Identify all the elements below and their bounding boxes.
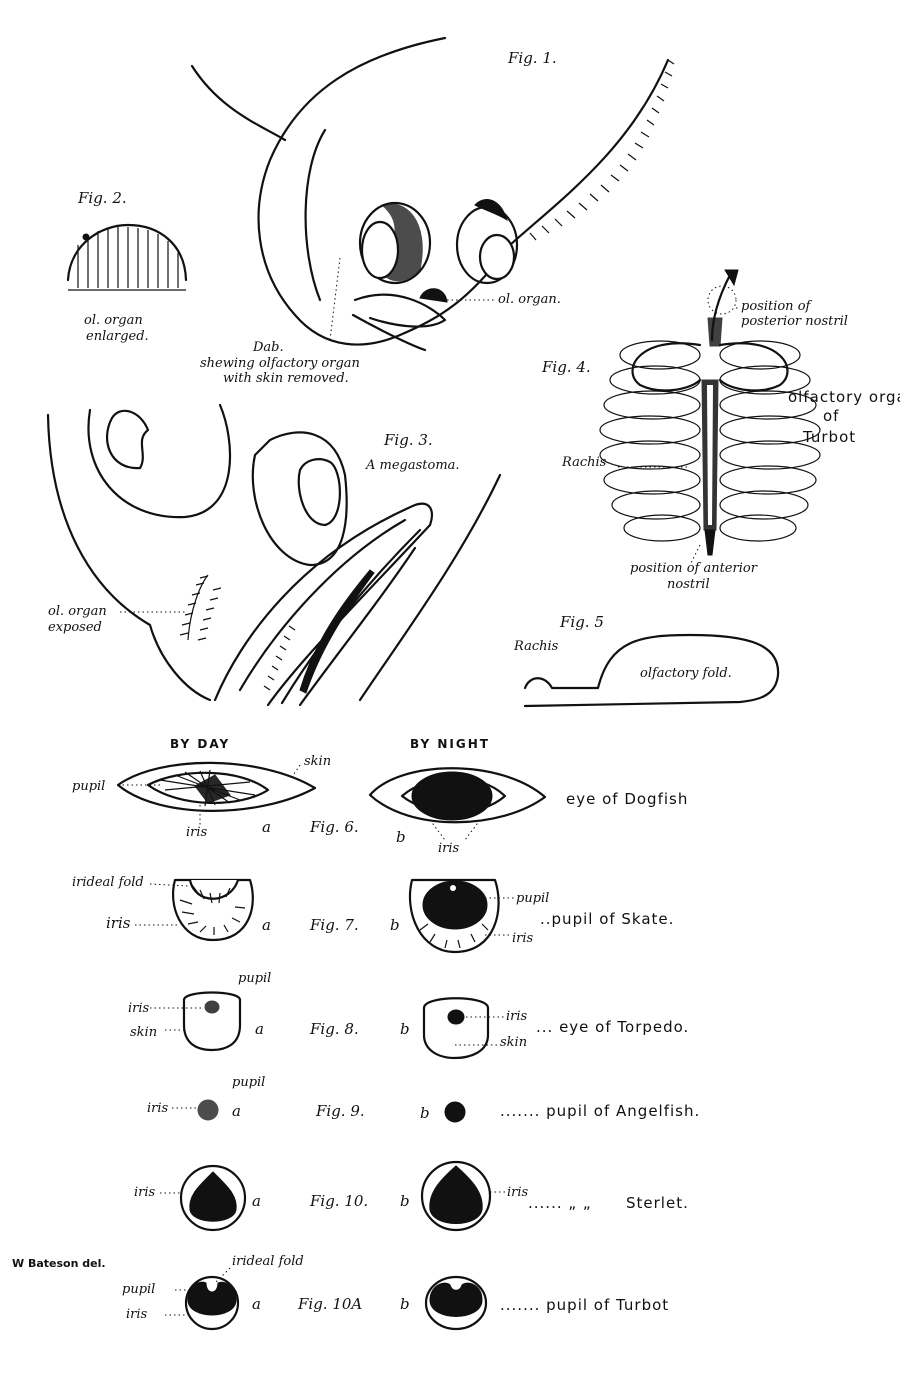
fig6-a: a <box>262 818 271 836</box>
fig10-b: b <box>400 1192 410 1210</box>
fig5-label: Fig. 5 <box>559 613 604 631</box>
bateson-credit: W Bateson del. <box>12 1257 106 1270</box>
fig7-b: b <box>390 916 400 934</box>
ol-organ-exposed-2: exposed <box>48 620 102 635</box>
sterlet-dots: ...... „ „ <box>528 1194 592 1212</box>
fig8-b: b <box>400 1020 410 1038</box>
by-night-label: BY NIGHT <box>410 737 490 751</box>
iris-label-6a: iris <box>186 825 208 840</box>
iris-label-8a: iris <box>128 1001 150 1016</box>
pupil-skate-label: ..pupil of Skate. <box>540 910 674 928</box>
fig1-label: Fig. 1. <box>507 49 557 67</box>
dab-label: Dab. <box>252 340 284 355</box>
pupil-label-7b: pupil <box>516 891 549 906</box>
dab-caption: shewing olfactory organ <box>200 356 360 371</box>
iris-label-9: iris <box>147 1101 169 1116</box>
megastoma-label: A megastoma. <box>365 458 460 473</box>
iris-label-8b: iris <box>506 1009 528 1024</box>
fig2-olfactory-organ <box>66 223 188 291</box>
fig7-label: Fig. 7. <box>309 916 359 934</box>
fig9-a: a <box>232 1102 241 1120</box>
fig4-turbot-olfactory-organ <box>599 269 821 566</box>
skin-label-6: skin <box>304 754 331 769</box>
ol-organ-enlarged-1: ol. organ <box>84 313 143 328</box>
pupil-label-9: pupil <box>232 1075 265 1090</box>
position-anterior-2: nostril <box>667 577 710 592</box>
position-posterior-2: posterior nostril <box>741 314 848 329</box>
ideal-fold-label-10a: irideal fold <box>232 1254 304 1269</box>
fig3-label: Fig. 3. <box>383 431 433 449</box>
fig10-a: a <box>252 1192 261 1210</box>
eye-torpedo-label: ... eye of Torpedo. <box>536 1018 689 1036</box>
fig8-label: Fig. 8. <box>309 1020 359 1038</box>
eye-dogfish-label: eye of Dogfish <box>566 790 688 808</box>
exposed-organ <box>179 574 222 641</box>
iris-label-10aa: iris <box>126 1307 148 1322</box>
fig3-megastoma <box>46 403 502 707</box>
sterlet-label: Sterlet. <box>626 1194 689 1212</box>
rachis5-label: Rachis <box>513 639 559 654</box>
fig6-dogfish-night <box>368 767 547 841</box>
skin-label-8b: skin <box>500 1035 527 1050</box>
turbot-label-2: of <box>823 407 839 425</box>
fig5-olfactory-fold <box>523 633 780 708</box>
turbot-label-1: olfactory organ <box>788 388 900 406</box>
ol-organ-label: ol. organ. <box>498 292 561 307</box>
iris-label-6b: iris <box>438 841 460 856</box>
fig8-torpedo-day <box>150 991 242 1052</box>
iris-label-7a: iris <box>106 914 131 932</box>
fig4-label: Fig. 4. <box>541 358 591 376</box>
turbot-label-3: Turbot <box>802 428 856 446</box>
pupil-label-10a: pupil <box>122 1282 155 1297</box>
ol-organ-enlarged-2: enlarged. <box>86 329 149 344</box>
fig6-dogfish-day <box>116 761 317 825</box>
fig10-sterlet <box>160 1160 505 1232</box>
skin-label-8a: skin <box>130 1025 157 1040</box>
fig2-label: Fig. 2. <box>77 189 127 207</box>
ideal-fold-label: irideal fold <box>72 875 144 890</box>
fig10-label: Fig. 10. <box>309 1192 368 1210</box>
fig6-label: Fig. 6. <box>309 818 359 836</box>
fig9-b: b <box>420 1104 430 1122</box>
fig10a-a: a <box>252 1295 261 1313</box>
fig8-torpedo-night <box>422 997 505 1060</box>
by-day-label: BY DAY <box>170 737 230 751</box>
fig7-skate-night <box>408 878 515 954</box>
fig10a-label: Fig. 10A <box>297 1295 362 1313</box>
fin-rays <box>529 59 675 241</box>
fig10a-b: b <box>400 1295 410 1313</box>
fig1-dab-head <box>190 36 675 352</box>
iris-label-10a: iris <box>134 1185 156 1200</box>
fig9-angelfish <box>172 1099 466 1123</box>
pupil-angelfish-label: ....... pupil of Angelfish. <box>500 1102 700 1120</box>
fig7-a: a <box>262 916 271 934</box>
fig6-b: b <box>396 828 406 846</box>
fig8-a: a <box>255 1020 264 1038</box>
position-anterior-1: position of anterior <box>630 561 758 576</box>
rachis-label: Rachis <box>561 455 607 470</box>
position-posterior-1: position of <box>741 299 813 314</box>
fig9-label: Fig. 9. <box>315 1102 365 1120</box>
ol-organ-exposed-1: ol. organ <box>48 604 107 619</box>
pupil-label-6: pupil <box>72 779 105 794</box>
iris-label-7b: iris <box>512 931 534 946</box>
dab-caption-2: with skin removed. <box>223 371 349 386</box>
iris-label-10b: iris <box>507 1185 529 1200</box>
olfactory-fold-label: olfactory fold. <box>640 666 732 681</box>
fig7-skate-day <box>135 878 254 942</box>
pupil-turbot-label: ....... pupil of Turbot <box>500 1296 669 1314</box>
pupil-label-8a: pupil <box>238 971 271 986</box>
fig10a-turbot <box>165 1267 488 1331</box>
